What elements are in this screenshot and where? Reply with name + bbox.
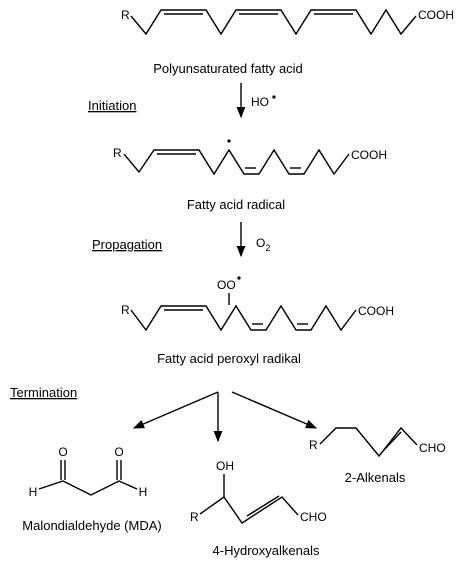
mda-oxygen-right: O <box>114 445 123 459</box>
mda-hydrogen-right: H <box>139 485 148 499</box>
termination-step: Termination <box>10 385 318 443</box>
peroxyl-r-group: R <box>121 303 130 317</box>
hydroxyalkenal-structure: OH R CHO 4-Hydroxyalkenals <box>190 459 327 558</box>
alkenal-structure: R CHO 2-Alkenals <box>309 426 446 485</box>
alkenal-aldehyde-group: CHO <box>419 441 446 455</box>
termination-label: Termination <box>10 385 77 400</box>
radical-carboxyl-group: COOH <box>351 148 387 162</box>
hydroxyl-radical-reagent: HO <box>251 95 269 109</box>
mda-label: Malondialdehyde (MDA) <box>22 518 161 533</box>
peroxyl-structure: R OO COOH Fatty acid peroxyl radikal <box>121 276 394 366</box>
pufa-carbon-chain <box>130 8 417 36</box>
radical-center-dot <box>227 139 231 143</box>
peroxyl-label: Fatty acid peroxyl radikal <box>157 351 301 366</box>
initiation-radical-dot <box>272 95 276 99</box>
radical-structure: R COOH Fatty acid radical <box>113 139 387 212</box>
pufa-carboxyl-group: COOH <box>418 8 454 22</box>
pufa-r-group: R <box>121 8 130 22</box>
hydroxyalkenal-aldehyde-group: CHO <box>300 510 327 524</box>
peroxyl-carbon-chain <box>130 293 357 332</box>
hydroxyalkenal-r-group: R <box>190 510 199 524</box>
pufa-label: Polyunsaturated fatty acid <box>153 61 303 76</box>
hydroxyalkenal-skeleton <box>199 474 299 524</box>
mda-oxygen-left: O <box>58 445 67 459</box>
initiation-label: Initiation <box>88 98 136 113</box>
peroxyl-carboxyl-group: COOH <box>358 304 394 318</box>
pufa-structure: R COOH Polyunsaturated fatty acid <box>121 8 454 76</box>
mda-skeleton <box>38 460 138 496</box>
peroxyl-oo-group: OO <box>217 278 236 292</box>
radical-r-group: R <box>113 146 122 160</box>
alkenal-label: 2-Alkenals <box>345 470 406 485</box>
alkenal-r-group: R <box>309 438 318 452</box>
radical-label: Fatty acid radical <box>187 197 285 212</box>
termination-arrow-mda <box>132 391 219 429</box>
initiation-step: Initiation HO <box>88 83 276 119</box>
radical-carbon-chain <box>123 148 350 176</box>
alkenal-skeleton <box>319 426 418 458</box>
propagation-step: Propagation O2 <box>92 222 270 258</box>
oxygen-reagent: O2 <box>256 236 270 253</box>
hydroxyalkenal-hydroxyl-group: OH <box>216 459 234 473</box>
mda-structure: O O H H Malondialdehyde (MDA) <box>22 445 161 533</box>
propagation-label: Propagation <box>92 237 162 252</box>
mda-hydrogen-left: H <box>29 485 38 499</box>
hydroxyalkenal-label: 4-Hydroxyalkenals <box>213 543 320 558</box>
termination-arrow-alkenal <box>231 391 318 429</box>
peroxyl-radical-dot <box>237 276 241 280</box>
